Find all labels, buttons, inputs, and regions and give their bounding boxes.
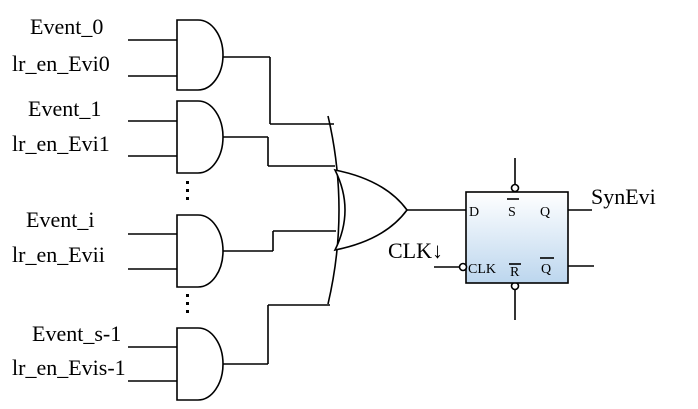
- input-event-1: Event_1: [28, 96, 101, 121]
- ff-pin-s: S: [508, 205, 516, 220]
- ff-pin-r: R: [510, 265, 520, 280]
- input-event-s-1: Event_s-1: [32, 321, 121, 346]
- ff-pin-qbar: Q: [541, 262, 551, 277]
- and-gate-0: [128, 19, 334, 125]
- input-enable-s-1: lr_en_Evis-1: [12, 355, 126, 380]
- ff-pin-q: Q: [540, 205, 550, 220]
- input-enable-1: lr_en_Evi1: [12, 131, 110, 156]
- input-event-0: Event_0: [30, 14, 103, 39]
- d-flip-flop: D S Q CLK R Q: [434, 158, 594, 320]
- and-gate-1: [128, 100, 335, 174]
- input-event-i: Event_i: [26, 207, 94, 232]
- input-enable-i: lr_en_Evii: [12, 242, 105, 267]
- ff-pin-clk: CLK: [468, 262, 496, 277]
- and-gate-s-1: [128, 304, 330, 401]
- and-gate-i: [128, 214, 336, 288]
- ff-pin-d: D: [469, 205, 479, 220]
- clock-label: CLK↓: [388, 238, 443, 263]
- or-gate: [327, 115, 466, 305]
- flip-flop-box: [465, 191, 569, 284]
- ellipsis-dots-upper: [186, 181, 189, 200]
- ellipsis-dots-lower: [186, 294, 189, 313]
- output-label: SynEvi: [591, 184, 656, 209]
- input-enable-0: lr_en_Evi0: [12, 51, 110, 76]
